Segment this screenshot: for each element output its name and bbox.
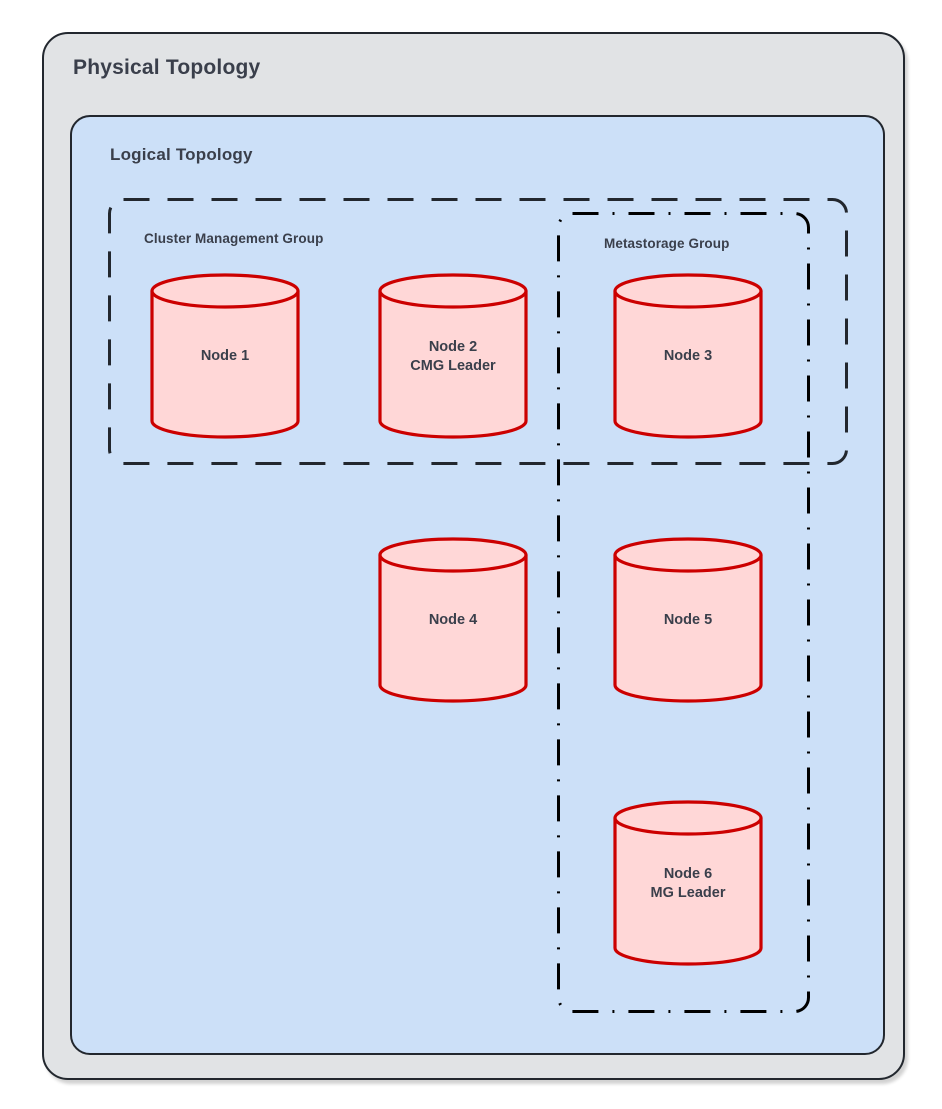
group-boundary-cluster-management [108, 198, 848, 465]
group-label-cluster-management: Cluster Management Group [144, 231, 324, 246]
node-node6[interactable]: Node 6 MG Leader [613, 800, 763, 966]
node-node5[interactable]: Node 5 [613, 537, 763, 703]
group-boundary-metastorage [557, 212, 810, 1013]
node-node1[interactable]: Node 1 [150, 273, 300, 439]
logical-topology-title: Logical Topology [110, 145, 253, 164]
node-node4[interactable]: Node 4 [378, 537, 528, 703]
group-label-metastorage: Metastorage Group [604, 236, 730, 251]
node-node2[interactable]: Node 2 CMG Leader [378, 273, 528, 439]
node-node3[interactable]: Node 3 [613, 273, 763, 439]
physical-topology-title: Physical Topology [73, 56, 261, 79]
